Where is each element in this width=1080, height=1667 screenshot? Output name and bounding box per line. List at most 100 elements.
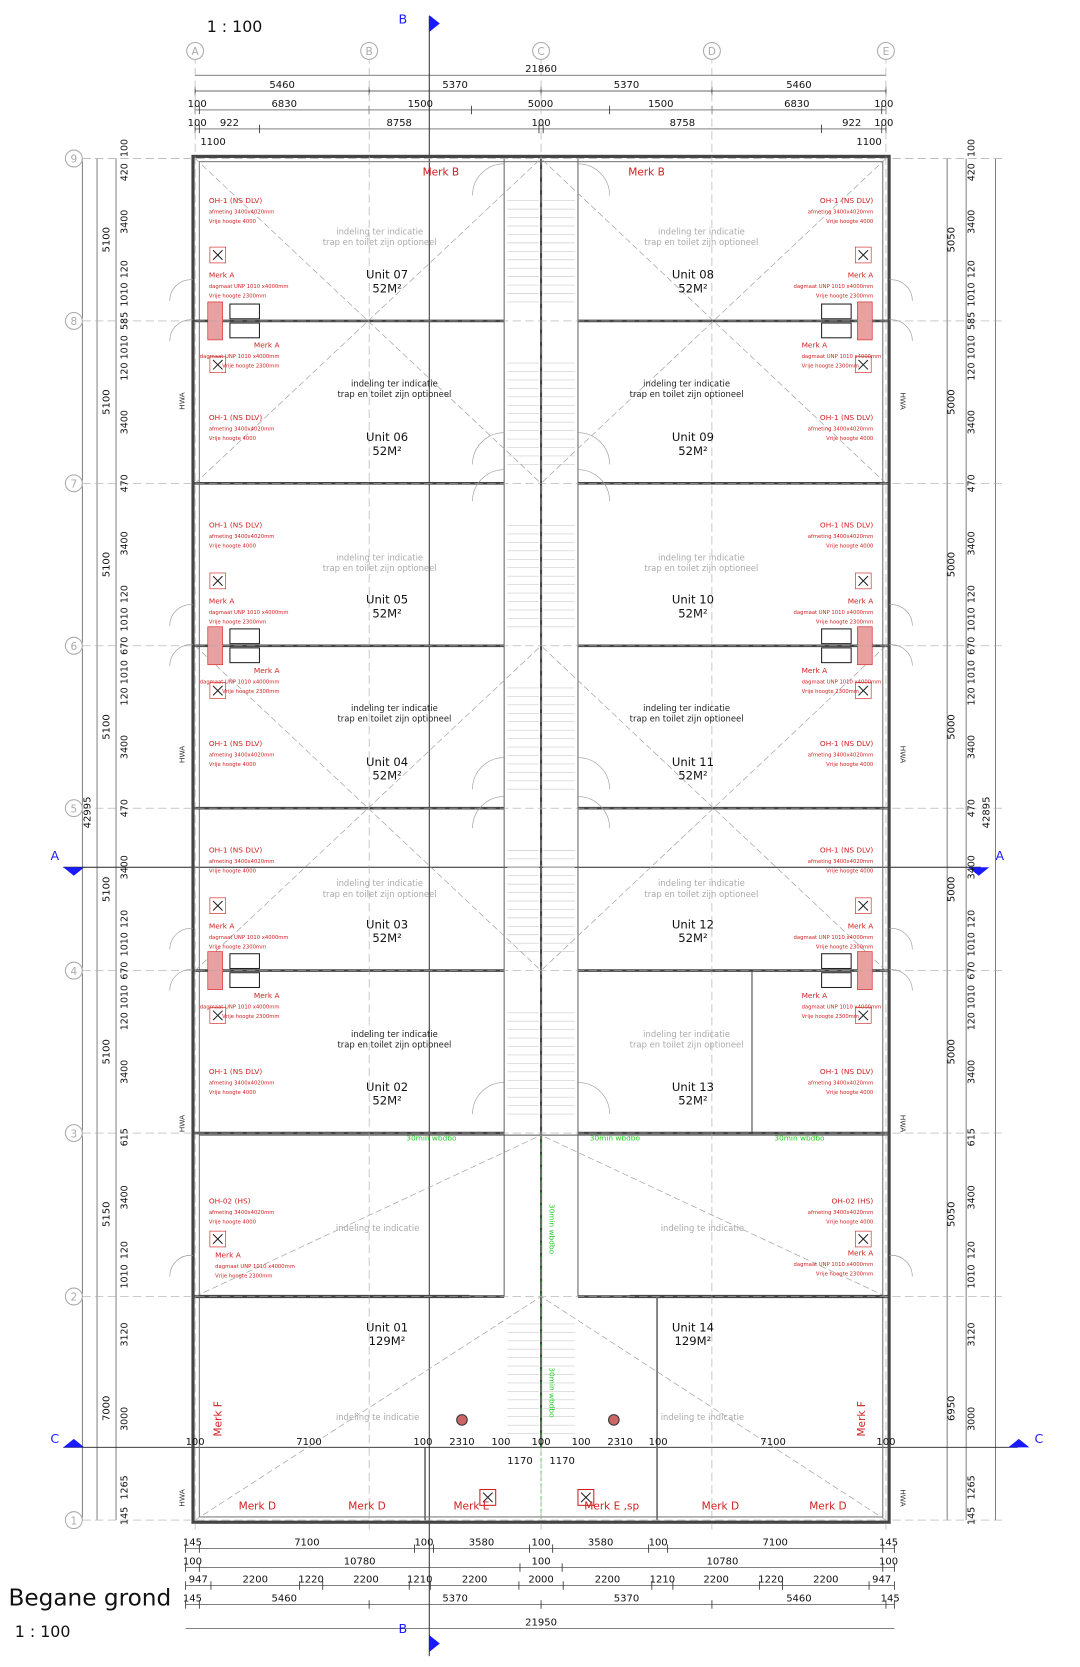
unit-area: 52M² — [372, 769, 401, 783]
door-type-label: OH-02 (HS) — [832, 1197, 874, 1206]
dimension-value: 120 — [967, 260, 978, 278]
dimension-value: 2200 — [703, 1574, 728, 1585]
door-size-label: afmeting 3400x4020mm — [808, 427, 874, 433]
merk-b-label: Merk B — [628, 166, 665, 178]
door-height-label: Vrije hoogte 4000 — [826, 544, 873, 550]
door-swing — [577, 432, 610, 465]
indication-line — [540, 158, 887, 484]
grid-label-col: E — [883, 46, 890, 58]
section-marker-icon — [1008, 1438, 1030, 1448]
layout-note: trap en toilet zijn optioneel — [630, 389, 744, 399]
indication-line — [194, 645, 542, 971]
door-height-label: Vrije hoogte 4000 — [209, 1220, 256, 1226]
door-swing — [577, 796, 610, 829]
dimension-value: 3400 — [967, 531, 978, 555]
unit-name: Unit 02 — [366, 1080, 408, 1094]
dimension-value: 10780 — [707, 1556, 739, 1567]
door-size-label: afmeting 3400x4020mm — [209, 1081, 275, 1087]
unit-name: Unit 14 — [672, 1320, 714, 1334]
unit-area: 52M² — [678, 444, 707, 458]
dimension-value: 3400 — [120, 855, 131, 879]
toilet-icon — [229, 647, 260, 664]
indication-line — [194, 158, 542, 484]
door-height-label: Vrije hoogte 2300mm — [222, 363, 279, 369]
indication-line — [540, 645, 887, 971]
fire-rating-label: 30min wbdbo — [774, 1133, 825, 1142]
dimension-value: 3580 — [469, 1537, 494, 1548]
walls — [63, 15, 1030, 1657]
indication-line — [540, 1296, 887, 1521]
layout-note: indeling ter indicatie — [336, 878, 423, 888]
dimension-value: 100 — [649, 1437, 668, 1448]
door-swing — [889, 319, 913, 341]
hwa-label: HWA — [178, 1489, 187, 1506]
dimension-value: 5150 — [102, 1202, 113, 1227]
merk-f-label: Merk F — [856, 1401, 868, 1436]
dimension-value: 120 — [120, 585, 131, 603]
door-height-label: Vrije hoogte 4000 — [826, 1090, 873, 1096]
toilet-icon — [821, 322, 852, 339]
merk-b-label: Merk B — [423, 166, 460, 178]
dimension-value: 3400 — [967, 735, 978, 759]
unit-area: 52M² — [678, 931, 707, 945]
no-entry-icon — [482, 1492, 493, 1503]
grid-bubble — [64, 1124, 83, 1142]
no-entry-icon — [212, 900, 223, 911]
dimension-value: 3000 — [120, 1407, 131, 1431]
door-swing — [577, 757, 610, 790]
toilet-icon — [821, 647, 852, 664]
layout-note: indeling ter indicatie — [658, 226, 745, 236]
dimension-value: 100 — [188, 118, 207, 129]
door-height-label: Vrije hoogte 4000 — [826, 1220, 873, 1226]
hwa-label: HWA — [178, 1115, 187, 1132]
dimension-value: 100 — [413, 1437, 432, 1448]
door-height-label: Vrije hoogte 4000 — [209, 762, 256, 768]
dimension-value: 100 — [186, 1437, 205, 1448]
dimension-value: 2200 — [462, 1574, 487, 1585]
indication-line — [540, 158, 887, 484]
layout-note: indeling ter indicatie — [351, 703, 438, 713]
dimension-value: 3400 — [120, 410, 131, 434]
door-type-label: Merk A — [848, 921, 874, 930]
unit-area: 52M² — [678, 606, 707, 620]
dimension-value: 3000 — [967, 1407, 978, 1431]
dimension-value: 8758 — [386, 118, 411, 129]
no-entry-icon — [212, 575, 223, 587]
no-entry-icon — [858, 575, 869, 587]
grid-label-row: 7 — [70, 479, 77, 491]
dimension-value: 42995 — [83, 797, 94, 829]
dimension-value: 2200 — [595, 1574, 620, 1585]
door-swing — [169, 644, 194, 666]
unit-name: Unit 03 — [366, 917, 408, 931]
dimension-value: 100 — [649, 1537, 668, 1548]
door-size-label: dagmaat UNP 1010 x4000mm — [794, 610, 874, 616]
dimension-value: 3400 — [120, 210, 131, 234]
dimension-value: 3400 — [120, 531, 131, 555]
dimension-value: 947 — [872, 1574, 891, 1585]
dimension-value: 1010 — [967, 932, 978, 956]
indication-line — [540, 645, 887, 971]
unit-area: 52M² — [372, 606, 401, 620]
dimension-value: 1010 — [967, 660, 978, 684]
door-type-label: Merk A — [802, 666, 828, 675]
section-label-a: A — [51, 848, 60, 863]
dimension-value: 5100 — [102, 227, 113, 252]
dimension-value: 5460 — [269, 80, 294, 91]
door-swing — [577, 469, 610, 502]
dimension-value: 3400 — [120, 1060, 131, 1084]
door-type-label: Merk A — [848, 597, 874, 606]
dimension-value: 100 — [183, 1556, 202, 1567]
door-swing — [889, 604, 913, 626]
unit-name: Unit 07 — [366, 268, 408, 282]
toilet-icon — [229, 953, 260, 970]
door-height-label: Vrije hoogte 4000 — [209, 436, 256, 442]
dimension-value: 120 — [967, 362, 978, 380]
door-height-label: Vrije hoogte 4000 — [209, 869, 256, 875]
dimension-value: 1100 — [856, 137, 881, 148]
dimension-value: 1010 — [120, 335, 131, 359]
grid-bubble — [532, 41, 551, 60]
door-size-label: afmeting 3400x4020mm — [209, 859, 275, 865]
dimension-value: 1210 — [407, 1574, 432, 1585]
layout-note: indeling te indicatie — [336, 1223, 419, 1233]
dimension-value: 120 — [120, 687, 131, 705]
